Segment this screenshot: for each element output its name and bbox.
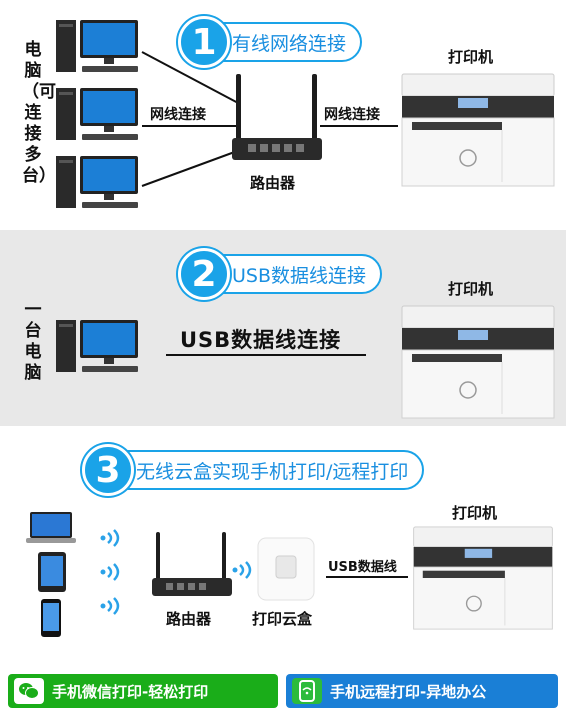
router-label: 路由器	[250, 174, 296, 192]
printer-label: 打印机	[452, 504, 498, 522]
usb-link-label: USB数据线连接	[180, 328, 342, 352]
desktop-computer-icon	[56, 320, 138, 372]
desktop-computer-icon	[56, 88, 138, 140]
remote-print-banner: 手机远程打印-异地办公	[286, 674, 558, 708]
section-title: 无线云盒实现手机打印/远程打印	[136, 460, 409, 483]
step-number: 1	[178, 16, 230, 68]
section-title-pill: 2 USB数据线连接	[178, 248, 383, 300]
network-cables	[141, 51, 398, 187]
section-title: USB数据线连接	[232, 264, 367, 287]
desktop-computer-icon	[56, 20, 138, 72]
cloudbox-label: 打印云盒	[252, 610, 313, 628]
wechat-banner-text: 手机微信打印-轻松打印	[52, 682, 209, 701]
router-label: 路由器	[166, 610, 212, 628]
wifi-waves-icon	[100, 529, 120, 547]
section-title: 有线网络连接	[232, 32, 347, 55]
section-title-pill: 3 无线云盒实现手机打印/远程打印	[82, 444, 425, 496]
wifi-waves-icon	[100, 563, 120, 581]
printer-icon	[401, 73, 555, 187]
remote-banner-text: 手机远程打印-异地办公	[330, 682, 487, 701]
section-usb: 2 USB数据线连接 一台电脑 USB数据线连接 打印机	[0, 230, 566, 426]
phone-wifi-icon	[292, 678, 322, 704]
printer-icon	[413, 526, 553, 630]
cloud-box-icon	[257, 537, 315, 601]
cable-label-right: 网线连接	[324, 107, 380, 123]
section-wireless: 3 无线云盒实现手机打印/远程打印	[0, 426, 566, 662]
router-icon	[232, 74, 322, 160]
usb-cable-line	[166, 354, 366, 356]
wechat-print-banner: 手机微信打印-轻松打印	[8, 674, 278, 708]
printer-label: 打印机	[448, 48, 494, 66]
wifi-waves-icon	[232, 561, 252, 579]
desktop-computer-icon	[56, 156, 138, 208]
step-number: 3	[82, 444, 134, 496]
router-icon	[152, 532, 232, 596]
wechat-icon	[14, 678, 44, 704]
computer-label: 一台电脑	[24, 300, 42, 383]
usb-cable-line	[326, 576, 408, 578]
section-title-pill: 1 有线网络连接	[178, 16, 363, 68]
step-number: 2	[178, 248, 230, 300]
usb-link-label: USB数据线	[328, 560, 397, 575]
smartphone-icon	[41, 599, 61, 637]
tablet-icon	[38, 552, 66, 592]
printer-label: 打印机	[448, 280, 494, 298]
wifi-waves-icon	[100, 597, 120, 615]
cable-label-left: 网线连接	[150, 107, 206, 123]
printer-icon	[401, 305, 555, 419]
laptop-icon	[26, 512, 76, 543]
section-wired: 1 有线网络连接 电脑（可连接多台） 网线连接 网线连	[0, 0, 566, 230]
